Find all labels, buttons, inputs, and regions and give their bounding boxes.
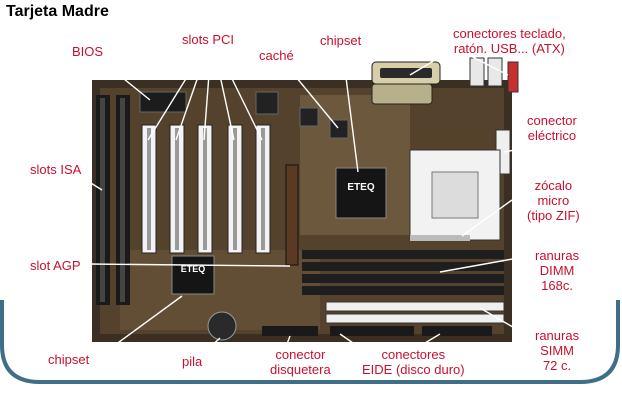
label-slots-pci: slots PCI (182, 32, 235, 47)
frame-border (0, 300, 620, 384)
floppy-header (262, 326, 318, 336)
diagram-title: Tarjeta Madre (6, 3, 109, 20)
label-cpu-socket: zócalo micro (tipo ZIF) (527, 178, 580, 223)
label-eide-connectors: conectores EIDE (disco duro) (362, 347, 465, 377)
label-chipset-top: chipset (320, 33, 362, 48)
pci-slots (141, 124, 271, 254)
label-slot-agp: slot AGP (30, 258, 81, 273)
simm-slots (325, 301, 505, 324)
label-simm-slots: ranuras SIMM 72 c. (535, 328, 580, 373)
eide-header-2 (422, 326, 492, 336)
cpu-socket (409, 149, 501, 241)
label-connectors-keyboard: conectores teclado, ratón. USB... (ATX) (453, 26, 566, 56)
label-chipset-bottom: chipset (48, 352, 90, 367)
south-bridge-mark: ETEQ (181, 264, 206, 274)
agp-slot (285, 164, 299, 266)
north-bridge-mark: ETEQ (347, 182, 374, 193)
label-battery: pila (182, 354, 203, 369)
label-power-connector: conector eléctrico (527, 113, 577, 143)
south-bridge-chip: ETEQ (171, 255, 215, 295)
dimm-slots (302, 250, 504, 295)
label-cache: caché (259, 48, 294, 63)
label-dimm-slots: ranuras DIMM 168c. (535, 248, 580, 293)
isa-slots (96, 95, 130, 305)
pointer-lines (69, 45, 537, 361)
label-bios: BIOS (72, 44, 104, 59)
bios-chip (139, 91, 187, 113)
battery-cell (207, 311, 237, 341)
north-bridge-chip: ETEQ (335, 167, 387, 219)
label-slots-isa: slots ISA (30, 162, 82, 177)
label-floppy-connector: conector disquetera (270, 347, 331, 377)
eide-header-1 (330, 326, 414, 336)
